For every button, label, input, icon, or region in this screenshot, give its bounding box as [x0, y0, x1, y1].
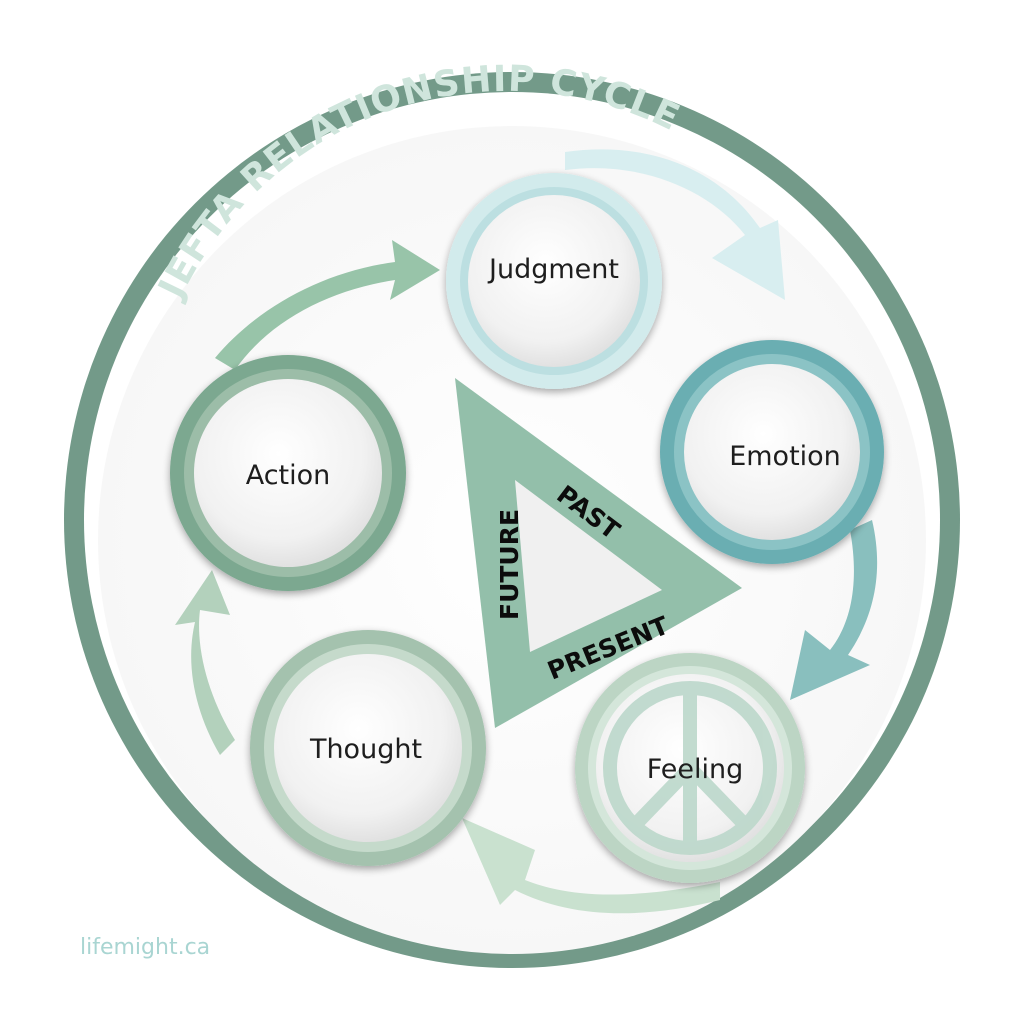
node-label-feeling: Feeling: [647, 754, 744, 785]
arrow-judgment-to-emotion: [565, 149, 785, 300]
cycle-arrows: [175, 149, 878, 914]
node-thought: Thought: [250, 630, 486, 866]
arrow-emotion-to-feeling: [790, 520, 878, 700]
node-emotion: Emotion: [660, 340, 884, 564]
arrow-thought-to-action: [175, 570, 235, 755]
arrow-action-to-judgment: [215, 240, 440, 370]
node-label-judgment: Judgment: [487, 254, 619, 285]
node-label-emotion: Emotion: [729, 441, 841, 472]
arrow-feeling-to-thought: [462, 818, 720, 914]
peace-icon: [603, 681, 777, 855]
node-action: Action: [170, 355, 406, 591]
site-credit: lifemight.ca: [80, 935, 211, 960]
triangle-label-future: FUTURE: [495, 509, 524, 620]
node-label-action: Action: [246, 460, 331, 491]
node-judgment: Judgment: [446, 173, 662, 389]
node-feeling: Feeling: [575, 653, 805, 883]
node-label-thought: Thought: [309, 734, 422, 765]
